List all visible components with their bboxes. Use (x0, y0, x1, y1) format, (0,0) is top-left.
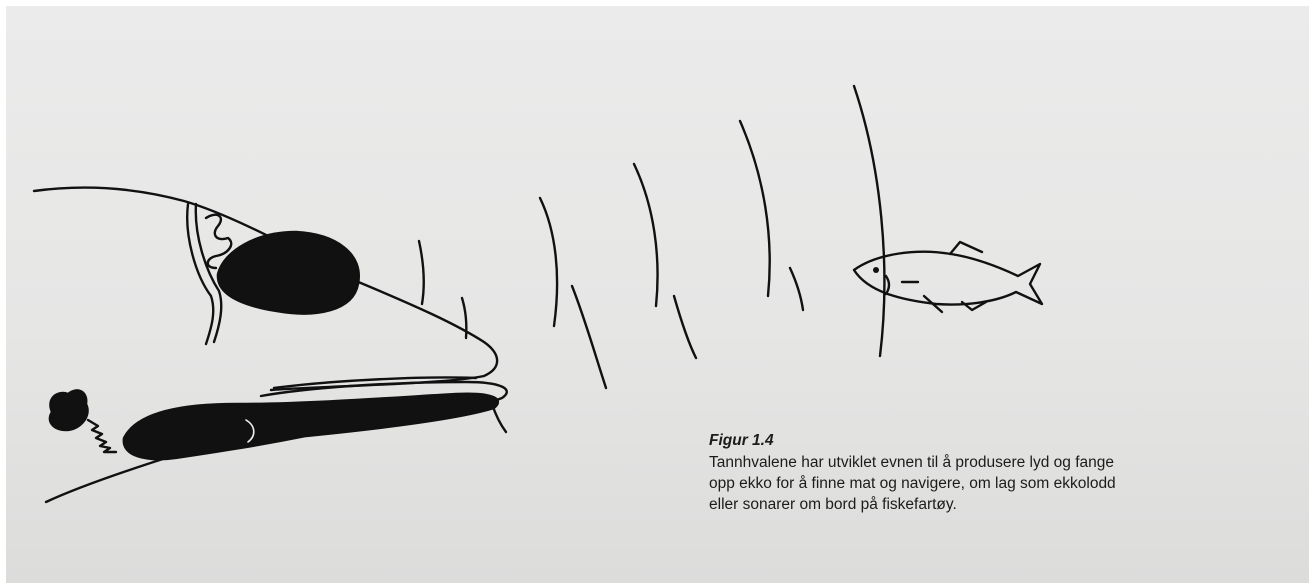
sound-wave-arcs (419, 86, 884, 388)
figure-panel: Figur 1.4 Tannhvalene har utviklet evnen… (6, 6, 1309, 583)
caption-line: Tannhvalene har utviklet evnen til å pro… (709, 452, 1229, 473)
caption-line: eller sonarer om bord på fiskefartøy. (709, 494, 1229, 515)
figure-caption: Figur 1.4 Tannhvalene har utviklet evnen… (709, 430, 1229, 515)
figure-label: Figur 1.4 (709, 430, 1229, 452)
whale-head-drawing (34, 188, 507, 502)
fish-drawing (854, 242, 1042, 312)
caption-line: opp ekko for å finne mat og navigere, om… (709, 473, 1229, 494)
